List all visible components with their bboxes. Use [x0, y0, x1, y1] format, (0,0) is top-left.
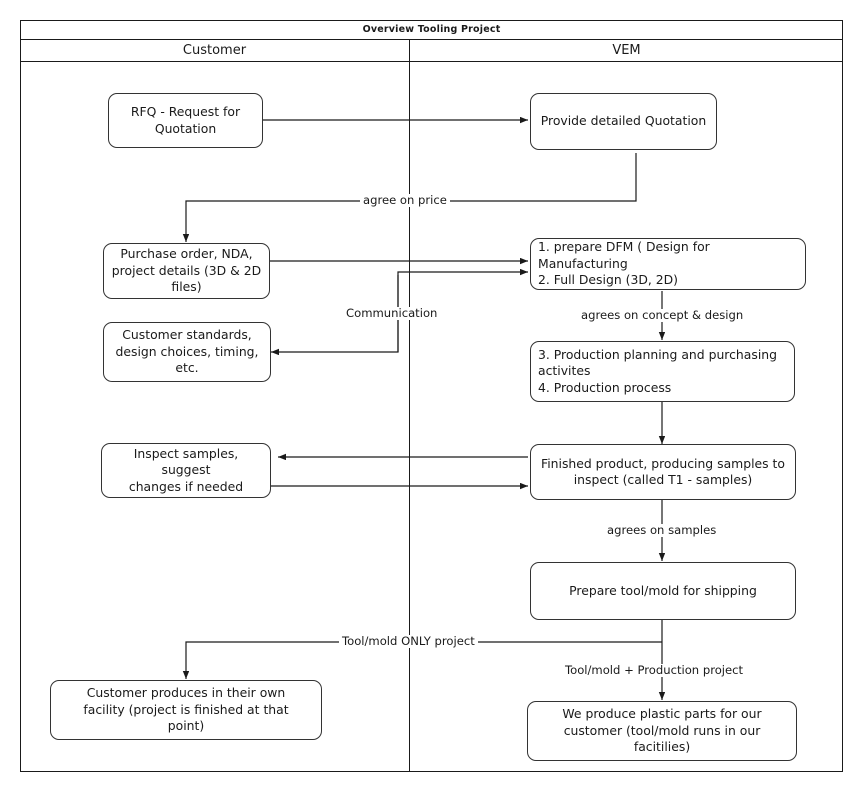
- node-rfq-label: RFQ - Request for Quotation: [130, 104, 241, 136]
- node-finished-product[interactable]: Finished product, producing samples to i…: [530, 444, 796, 500]
- node-quotation[interactable]: Provide detailed Quotation: [530, 93, 717, 150]
- node-we-produce-label: We produce plastic parts for our custome…: [562, 706, 762, 755]
- edge-label-agrees-on-samples: agrees on samples: [604, 524, 720, 537]
- node-inspect-samples-label: Inspect samples, suggest changes if need…: [128, 445, 244, 494]
- edge-label-tool-mold-only: Tool/mold ONLY project: [339, 635, 478, 648]
- node-purchase-order[interactable]: Purchase order, NDA, project details (3D…: [103, 243, 270, 299]
- node-production-planning-label: 3. Production planning and purchasing ac…: [538, 346, 777, 395]
- edge-label-agree-on-price: agree on price: [360, 194, 450, 207]
- edge-label-tool-mold-production: Tool/mold + Production project: [562, 664, 747, 677]
- lane-label-customer: Customer: [182, 43, 247, 58]
- node-customer-standards[interactable]: Customer standards, design choices, timi…: [103, 322, 271, 382]
- node-prepare-tool[interactable]: Prepare tool/mold for shipping: [530, 562, 796, 620]
- lane-header-vem: VEM: [409, 40, 843, 62]
- node-we-produce[interactable]: We produce plastic parts for our custome…: [527, 701, 797, 761]
- node-inspect-samples[interactable]: Inspect samples, suggest changes if need…: [101, 443, 271, 498]
- node-customer-produces[interactable]: Customer produces in their own facility …: [50, 680, 322, 740]
- node-finished-product-label: Finished product, producing samples to i…: [540, 455, 785, 487]
- node-quotation-label: Provide detailed Quotation: [540, 113, 707, 129]
- node-production-planning[interactable]: 3. Production planning and purchasing ac…: [530, 341, 795, 402]
- node-rfq[interactable]: RFQ - Request for Quotation: [108, 93, 263, 148]
- node-customer-standards-label: Customer standards, design choices, timi…: [115, 327, 259, 376]
- node-dfm-design[interactable]: 1. prepare DFM ( Design for Manufacturin…: [530, 238, 806, 290]
- edge-label-communication: Communication: [343, 307, 441, 320]
- page-title: Overview Tooling Project: [362, 24, 501, 35]
- diagram-title-bar: Overview Tooling Project: [20, 20, 843, 40]
- node-prepare-tool-label: Prepare tool/mold for shipping: [569, 582, 757, 598]
- lane-header-customer: Customer: [20, 40, 409, 62]
- node-purchase-order-label: Purchase order, NDA, project details (3D…: [111, 246, 262, 295]
- lane-divider: [409, 40, 410, 772]
- node-customer-produces-label: Customer produces in their own facility …: [83, 685, 289, 734]
- edge-label-agrees-concept-design: agrees on concept & design: [578, 309, 747, 322]
- node-dfm-design-label: 1. prepare DFM ( Design for Manufacturin…: [538, 239, 710, 288]
- lane-label-vem: VEM: [612, 43, 641, 58]
